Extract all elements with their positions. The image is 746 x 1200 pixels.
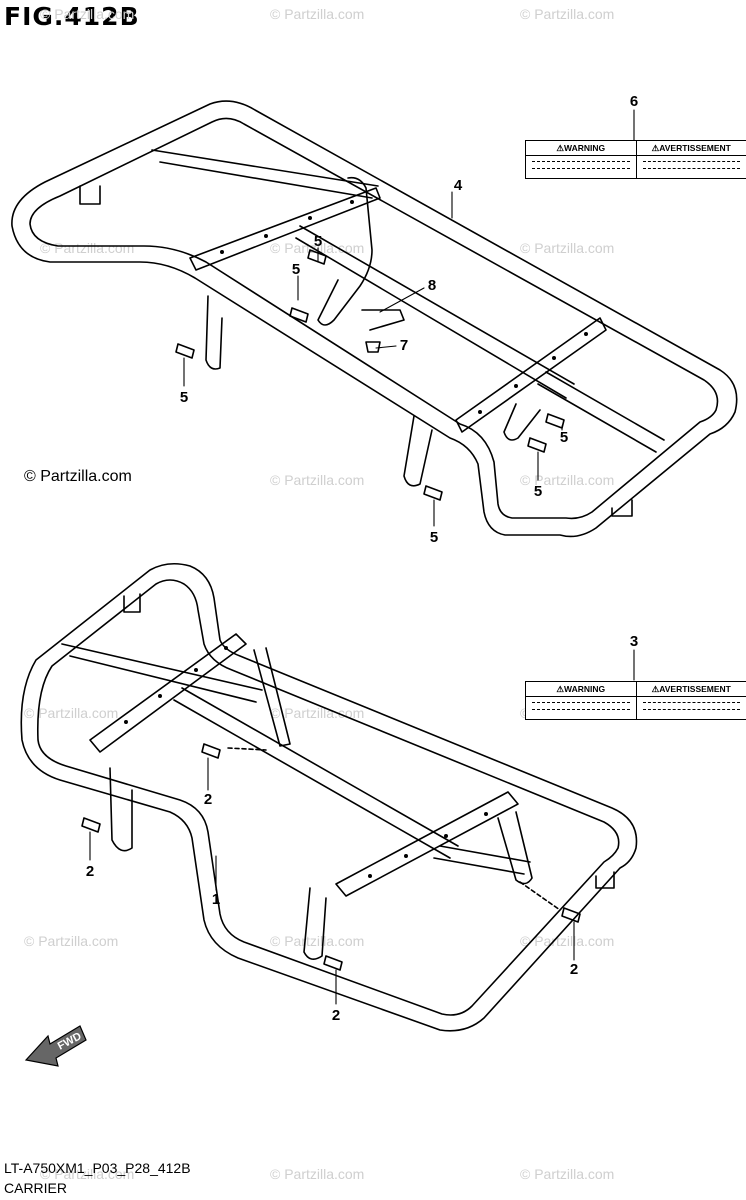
front-carrier-rack bbox=[20, 562, 638, 1032]
callout-5: 5 bbox=[560, 429, 568, 446]
watermark: © Partzilla.com bbox=[40, 1166, 135, 1182]
callout-7: 7 bbox=[400, 337, 408, 354]
watermark: © Partzilla.com bbox=[520, 472, 615, 488]
callout-3: 3 bbox=[630, 633, 638, 650]
watermark: © Partzilla.com bbox=[520, 240, 615, 256]
rear-carrier-rack bbox=[11, 100, 738, 538]
watermark: © Partzilla.com bbox=[270, 6, 365, 22]
warning-text: ⚠WARNING bbox=[556, 684, 606, 694]
callout-5: 5 bbox=[430, 529, 438, 546]
watermark: © Partzilla.com bbox=[40, 6, 135, 22]
fwd-arrow-icon: FWD bbox=[24, 1025, 87, 1067]
callout-2: 2 bbox=[570, 961, 578, 978]
avertissement-text: ⚠AVERTISSEMENT bbox=[635, 141, 746, 155]
callout-5: 5 bbox=[534, 483, 542, 500]
warning-label-part-3: ⚠WARNING ⚠AVERTISSEMENT bbox=[525, 681, 746, 720]
callout-2: 2 bbox=[86, 863, 94, 880]
section-name: CARRIER bbox=[4, 1180, 68, 1196]
watermark: © Partzilla.com bbox=[24, 705, 119, 721]
callout-8: 8 bbox=[428, 277, 436, 294]
watermark: © Partzilla.com bbox=[520, 6, 615, 22]
watermark: © Partzilla.com bbox=[520, 933, 615, 949]
watermark: © Partzilla.com bbox=[270, 1166, 365, 1182]
callout-2: 2 bbox=[332, 1007, 340, 1024]
watermark: © Partzilla.com bbox=[270, 472, 365, 488]
watermark: © Partzilla.com bbox=[270, 705, 365, 721]
callout-5: 5 bbox=[292, 261, 300, 278]
callout-6: 6 bbox=[630, 93, 638, 110]
avertissement-text: ⚠AVERTISSEMENT bbox=[635, 682, 746, 696]
callout-2: 2 bbox=[204, 791, 212, 808]
watermark: © Partzilla.com bbox=[40, 240, 135, 256]
callout-4: 4 bbox=[454, 177, 463, 194]
watermark: © Partzilla.com bbox=[270, 240, 365, 256]
watermark: © Partzilla.com bbox=[520, 1166, 615, 1182]
warning-label-part-6: ⚠WARNING ⚠AVERTISSEMENT bbox=[525, 140, 746, 179]
callout-1: 1 bbox=[212, 891, 220, 908]
warning-text: ⚠WARNING bbox=[556, 143, 606, 153]
callout-5: 5 bbox=[314, 233, 322, 250]
watermark: © Partzilla.com bbox=[270, 933, 365, 949]
model-code: LT-A750XM1_P03_P28_412B bbox=[4, 1160, 191, 1176]
callout-5: 5 bbox=[180, 389, 188, 406]
figure-title: FIG.412B bbox=[4, 2, 140, 31]
copyright-text: © Partzilla.com bbox=[24, 468, 132, 485]
watermark: © Partzilla.com bbox=[24, 933, 119, 949]
